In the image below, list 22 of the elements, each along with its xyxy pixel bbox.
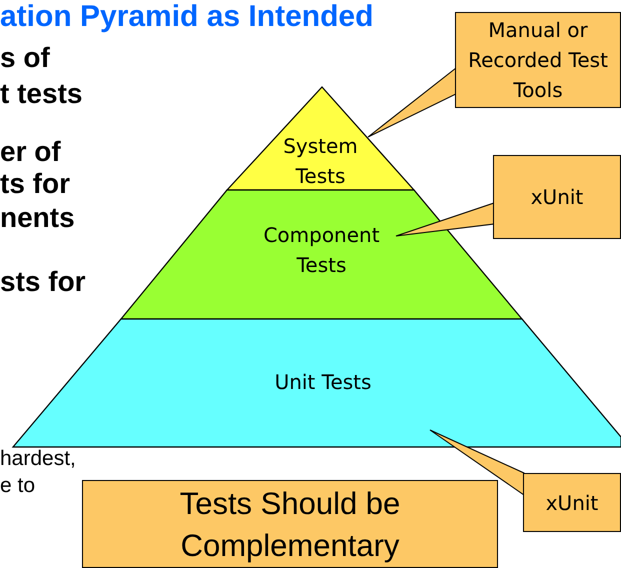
bullet-text-fragment: hardest,: [0, 448, 76, 469]
tier-label: System Tests: [282, 133, 359, 190]
bullet-text-fragment: e to: [0, 475, 36, 496]
callout-pointer: [368, 66, 456, 138]
callout-box: [455, 12, 621, 108]
callout-text: Manual or Recorded Test Tools: [467, 17, 609, 104]
bullet-text-fragment: sts for: [0, 268, 86, 296]
callout-pointer: [430, 430, 524, 496]
callout-text: xUnit: [530, 184, 584, 211]
bullet-text-fragment: s of: [0, 44, 50, 72]
callout-text: xUnit: [546, 490, 598, 516]
tier-label: Unit Tests: [274, 369, 372, 396]
bullet-text-fragment: nents: [0, 204, 75, 232]
bullet-text-fragment: t tests: [0, 80, 82, 108]
tier-label: Component Tests: [262, 222, 381, 279]
bullet-text-fragment: ts for: [0, 170, 70, 198]
bullet-text-fragment: er of: [0, 138, 61, 166]
callout-box: [523, 473, 621, 532]
slide-title: ation Pyramid as Intended: [0, 0, 374, 34]
callout-text: Tests Should be Complementary: [178, 485, 402, 565]
callout-pointer: [396, 202, 494, 236]
callout-box: [493, 155, 621, 239]
